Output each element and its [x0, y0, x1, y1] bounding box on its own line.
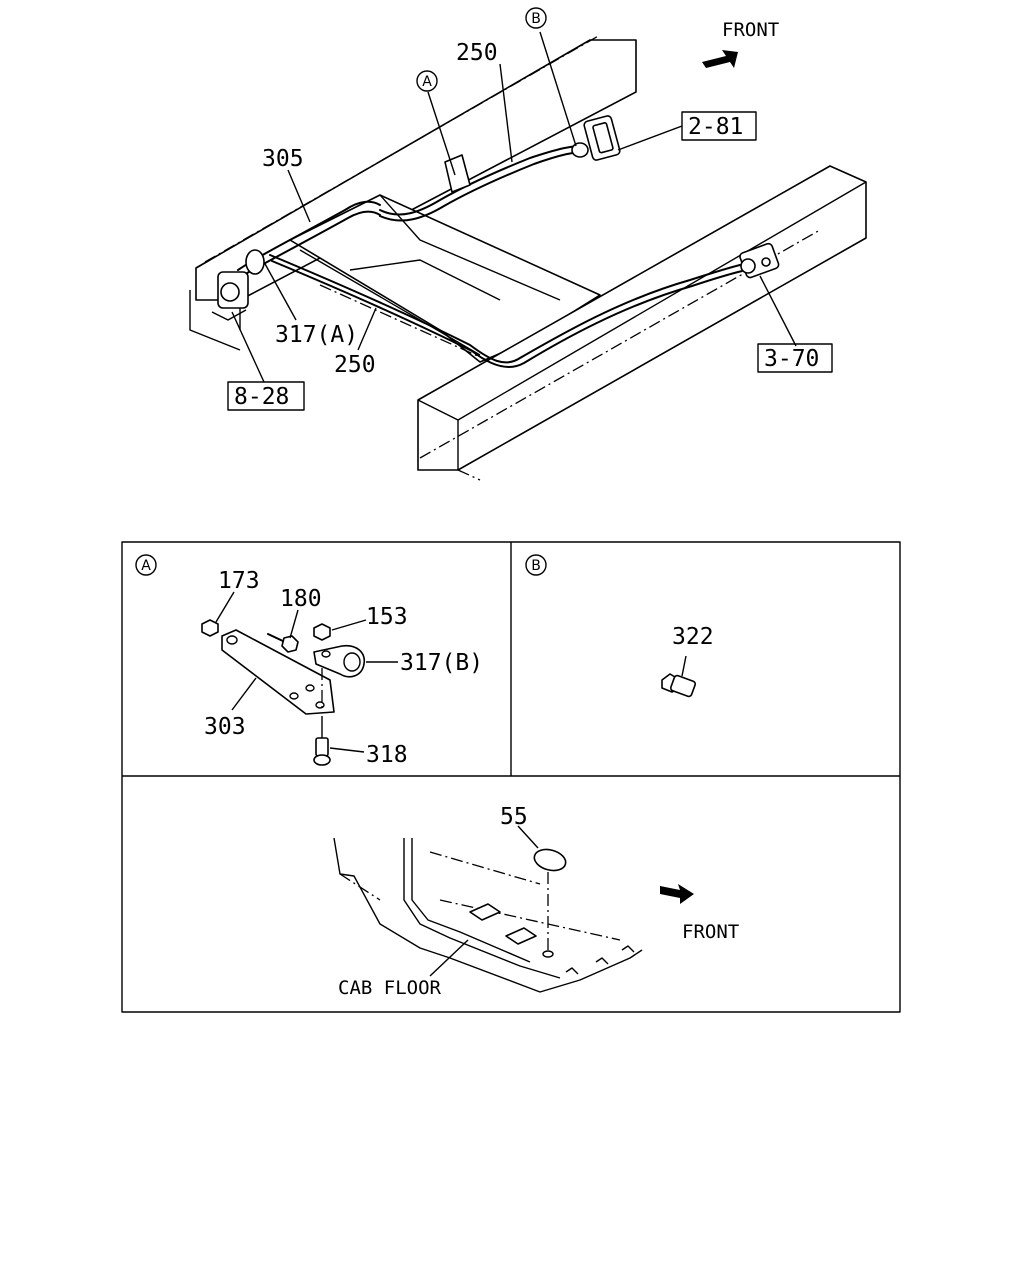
label-317a: 317(A) — [275, 322, 358, 348]
bolt-180 — [267, 633, 299, 653]
main-view: FRONT A B 250 305 317(A) 250 — [189, 7, 867, 481]
label-317b: 317(B) — [400, 650, 483, 676]
label-305: 305 — [262, 146, 304, 172]
bracket-plate-303 — [221, 629, 335, 715]
sensor-3-70 — [739, 242, 780, 279]
connector-module-2-81 — [571, 115, 621, 161]
detail-a-marker: A — [135, 554, 157, 576]
svg-text:2-81: 2-81 — [688, 114, 743, 140]
svg-text:A: A — [422, 74, 432, 90]
cab-floor-panel: 55 FRONT CAB FLOOR — [333, 804, 739, 999]
front-label: FRONT — [722, 19, 779, 41]
floor-pad-1 — [469, 903, 501, 921]
label-250-bottom: 250 — [334, 352, 376, 378]
detail-panels-frame — [121, 541, 901, 1013]
svg-text:B: B — [531, 11, 541, 27]
nut-153 — [313, 623, 331, 641]
bolt-318 — [313, 716, 331, 766]
floor-front-arrow-icon — [660, 884, 694, 904]
fitting-322 — [661, 655, 697, 698]
detail-b-panel: B 322 — [525, 554, 714, 698]
harness-250-upper — [379, 144, 586, 216]
detail-b-marker: B — [525, 554, 547, 576]
floor-front-label: FRONT — [682, 921, 739, 943]
circle-marker-b: B — [525, 7, 547, 29]
plug-55 — [533, 848, 567, 872]
detail-a-panel: A — [135, 554, 483, 768]
valve-8-28 — [211, 249, 265, 321]
ref-2-81: 2-81 — [681, 111, 757, 141]
svg-text:3-70: 3-70 — [764, 346, 819, 372]
label-250-top: 250 — [456, 40, 498, 66]
label-303: 303 — [204, 714, 246, 740]
clip-317b — [313, 644, 366, 678]
ref-3-70: 3-70 — [757, 343, 833, 373]
svg-text:B: B — [531, 558, 541, 574]
floor-pad-2 — [505, 927, 537, 945]
svg-text:8-28: 8-28 — [234, 384, 289, 410]
cab-floor-label: CAB FLOOR — [338, 977, 442, 999]
label-153: 153 — [366, 604, 408, 630]
cab-floor-shape — [333, 837, 643, 993]
label-322: 322 — [672, 624, 714, 650]
harness-250-lower — [269, 254, 741, 364]
front-arrow-icon — [702, 50, 738, 68]
label-318: 318 — [366, 742, 408, 768]
label-180: 180 — [280, 586, 322, 612]
label-173: 173 — [218, 568, 260, 594]
leader-lines — [231, 31, 797, 383]
nut-173 — [201, 619, 219, 637]
label-55: 55 — [500, 804, 528, 830]
circle-marker-a: A — [416, 70, 438, 92]
ref-8-28: 8-28 — [227, 381, 305, 411]
svg-text:A: A — [141, 558, 151, 574]
